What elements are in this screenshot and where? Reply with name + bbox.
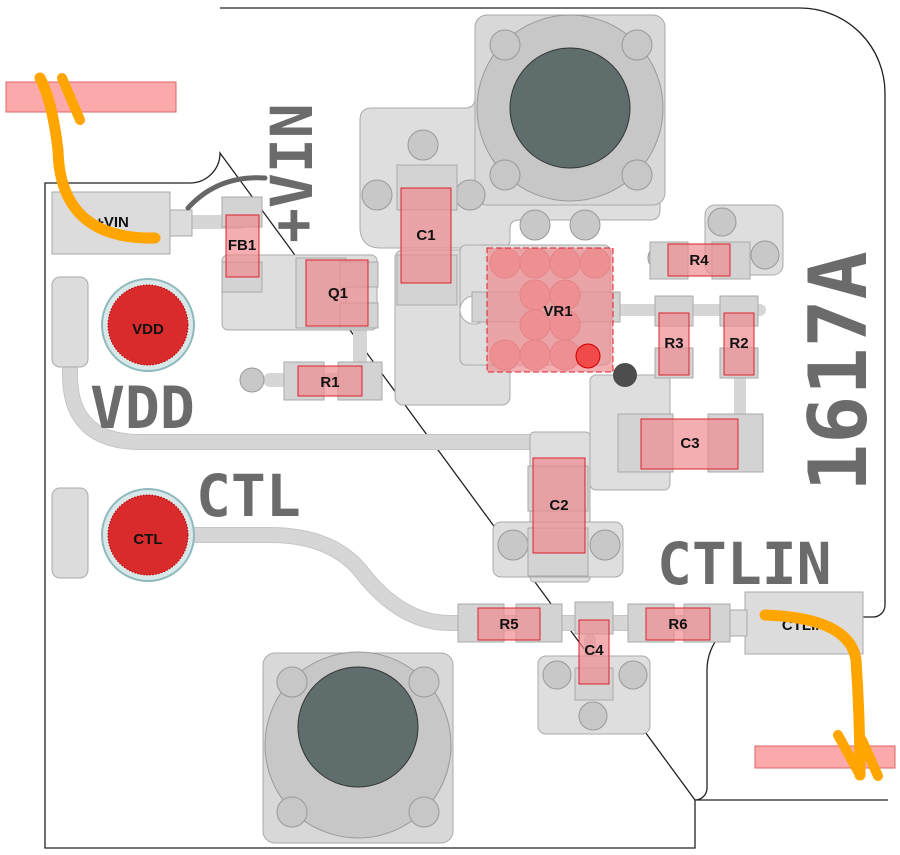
svg-text:C1: C1: [416, 227, 435, 244]
component-c3: C3: [617, 413, 764, 473]
silk-vdd: VDD: [90, 374, 195, 442]
silk-board-id: 1617A: [792, 251, 885, 492]
component-vr1: VR1: [471, 247, 621, 373]
via-dark: [613, 363, 637, 387]
wire-vin: [5, 72, 177, 244]
component-r2: R2: [719, 295, 759, 379]
standoff-top: [474, 14, 666, 206]
svg-text:R5: R5: [499, 616, 518, 633]
silk-ctl: CTL: [196, 462, 301, 530]
component-c4: C4: [574, 601, 614, 701]
component-q1: Q1: [295, 257, 379, 329]
svg-text:C3: C3: [680, 435, 699, 452]
standoff-bottom: [262, 651, 454, 844]
svg-text:R2: R2: [729, 335, 748, 352]
component-r4: R4: [649, 241, 751, 280]
ctl-pad-label: CTL: [133, 531, 162, 548]
connector-vdd: VDD: [51, 276, 195, 372]
component-c2: C2: [527, 457, 589, 577]
svg-text:Q1: Q1: [328, 285, 348, 302]
component-r5: R5: [457, 603, 563, 643]
wire-ctlin: [754, 609, 896, 781]
silk-ctlin: CTLIN: [657, 530, 832, 598]
svg-text:C4: C4: [584, 642, 604, 659]
svg-text:C2: C2: [549, 497, 568, 514]
silk-vin: +VIN: [258, 103, 326, 243]
component-r1: R1: [283, 361, 383, 401]
component-fb1: FB1: [221, 196, 263, 293]
svg-text:R6: R6: [668, 616, 687, 633]
component-c1: C1: [396, 164, 458, 306]
silk-arc: [185, 175, 268, 211]
connector-ctl: CTL: [51, 487, 195, 582]
board-outline: [44, 7, 888, 849]
svg-text:FB1: FB1: [228, 237, 256, 254]
vdd-pad-label: VDD: [132, 321, 164, 338]
svg-text:R3: R3: [664, 335, 683, 352]
svg-text:R4: R4: [689, 252, 709, 269]
component-r6: R6: [627, 603, 731, 643]
svg-text:R1: R1: [320, 374, 339, 391]
svg-text:VR1: VR1: [543, 303, 572, 320]
component-r3: R3: [654, 295, 694, 379]
